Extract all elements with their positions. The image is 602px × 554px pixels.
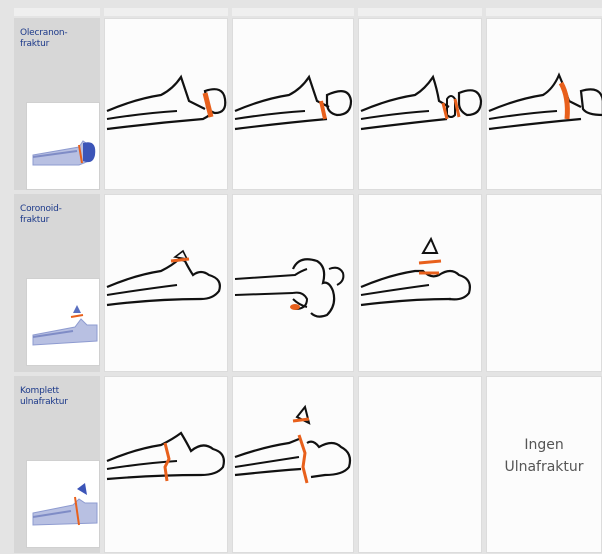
no-fracture-line2: Ulnafraktur bbox=[487, 456, 601, 478]
header-blank-0 bbox=[14, 8, 100, 16]
row-label-line2: fraktur bbox=[20, 39, 90, 50]
diagram-cell-complete-ulna-2 bbox=[232, 376, 354, 553]
elbow-thumbnail-complete-ulna bbox=[26, 460, 100, 548]
no-fracture-cell: Ingen Ulnafraktur bbox=[486, 376, 602, 553]
row-label-text: Olecranon- fraktur bbox=[20, 28, 90, 50]
row-label-line2: ulnafraktur bbox=[20, 397, 90, 408]
no-fracture-text: Ingen Ulnafraktur bbox=[487, 434, 601, 478]
diagram-cell-coronoid-3 bbox=[358, 194, 482, 372]
row-label-olecranon: Olecranon- fraktur bbox=[14, 18, 100, 190]
row-label-text: Coronoid- fraktur bbox=[20, 204, 90, 226]
row-label-text: Komplett ulnafraktur bbox=[20, 386, 90, 408]
row-label-line2: fraktur bbox=[20, 215, 90, 226]
header-blank-2 bbox=[232, 8, 354, 16]
diagram-cell-coronoid-2 bbox=[232, 194, 354, 372]
no-fracture-line1: Ingen bbox=[487, 434, 601, 456]
row-label-line1: Komplett bbox=[20, 386, 90, 397]
row-label-coronoid: Coronoid- fraktur bbox=[14, 194, 100, 372]
diagram-cell-complete-ulna-3-empty bbox=[358, 376, 482, 553]
diagram-cell-olecranon-2 bbox=[232, 18, 354, 190]
header-blank-3 bbox=[358, 8, 482, 16]
diagram-cell-coronoid-1 bbox=[104, 194, 228, 372]
diagram-cell-coronoid-4-empty bbox=[486, 194, 602, 372]
diagram-cell-olecranon-1 bbox=[104, 18, 228, 190]
row-label-complete-ulna: Komplett ulnafraktur bbox=[14, 376, 100, 553]
diagram-cell-olecranon-3 bbox=[358, 18, 482, 190]
elbow-thumbnail-coronoid bbox=[26, 278, 100, 366]
header-blank-4 bbox=[486, 8, 602, 16]
elbow-thumbnail-olecranon bbox=[26, 102, 100, 190]
diagram-cell-complete-ulna-1 bbox=[104, 376, 228, 553]
header-blank-1 bbox=[104, 8, 228, 16]
row-label-line1: Olecranon- bbox=[20, 28, 90, 39]
row-label-line1: Coronoid- bbox=[20, 204, 90, 215]
diagram-cell-olecranon-4 bbox=[486, 18, 602, 190]
